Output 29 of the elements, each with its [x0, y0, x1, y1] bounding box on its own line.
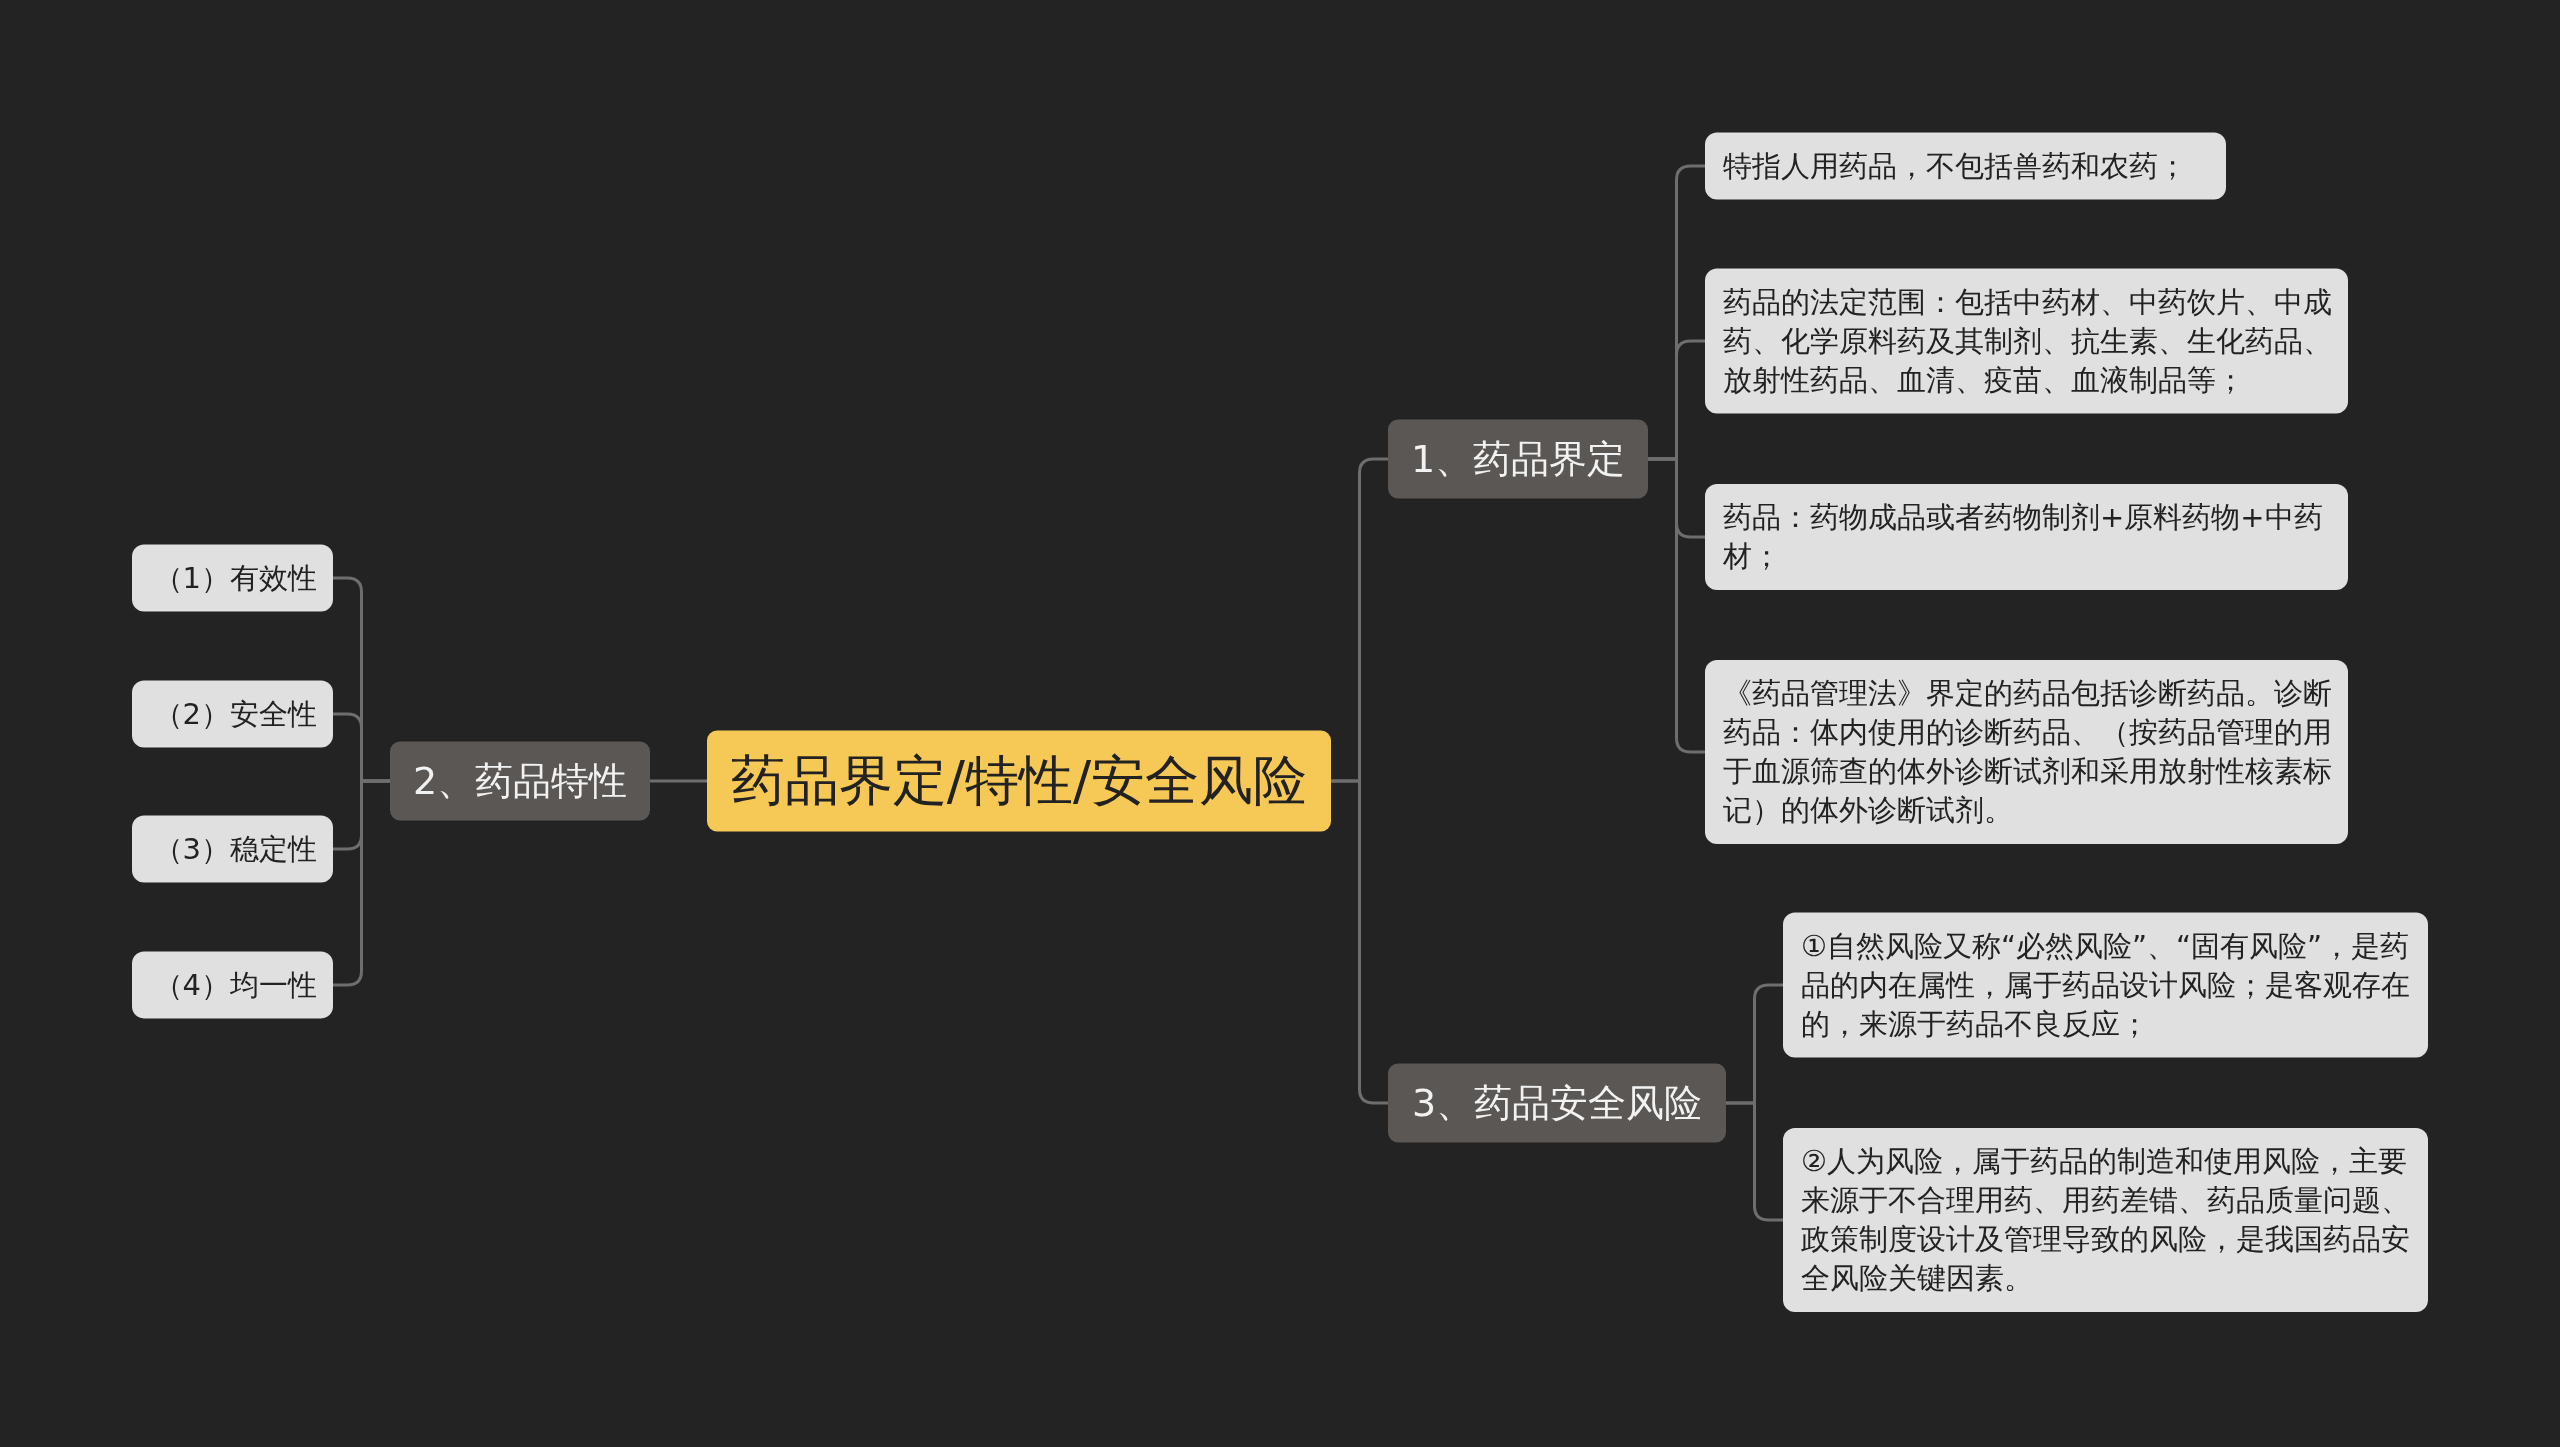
- branch-topic: [1388, 1063, 1726, 1143]
- topic-text: 1、药品界定: [1410, 435, 1626, 483]
- branch-topic: [1388, 419, 1648, 499]
- detail-card: [1783, 1128, 2428, 1312]
- detail-card: [132, 544, 333, 612]
- connector-line: [650, 779, 707, 783]
- detail-card: [1705, 660, 2348, 844]
- topic-text: ②人为风险，属于药品的制造和使用风险，主要来源于不合理用药、用药差错、药品质量问题、政策制度设计及管理导致的风险，是我国药品安全风险关键因素。: [1801, 1143, 2411, 1297]
- detail-card: [132, 815, 333, 883]
- detail-card: [1705, 268, 2348, 414]
- topic-text: （3）稳定性: [153, 830, 317, 868]
- detail-card: [132, 680, 333, 748]
- topic-text: 3、药品安全风险: [1411, 1079, 1703, 1127]
- topic-text: 药品的法定范围：包括中药材、中药饮片、中成药、化学原料药及其制剂、抗生素、生化药品、放射性药品、血清、疫苗、血液制品等；: [1723, 283, 2332, 399]
- topic-text: ①自然风险又称“必然风险”、“固有风险”，是药品的内在属性，属于药品设计风险；是客观存在的，来源于药品不良反应；: [1801, 927, 2411, 1043]
- topic-text: 药品界定/特性/安全风险: [730, 747, 1308, 814]
- topic-text: （2）安全性: [153, 695, 317, 733]
- topic-text: 2、药品特性: [412, 757, 628, 805]
- detail-card: [132, 951, 333, 1019]
- branch-topic: [390, 741, 650, 821]
- central-topic: [707, 730, 1331, 832]
- topic-text: 药品：药物成品或者药物制剂+原料药物+中药材；: [1723, 499, 2324, 575]
- topic-text: 《药品管理法》界定的药品包括诊断药品。诊断药品：体内使用的诊断药品、（按药品管理的用于血源筛查的体外诊断试剂和采用放射性核素标记）的体外诊断试剂。: [1723, 675, 2332, 829]
- detail-card: [1705, 132, 2226, 200]
- topic-text: （4）均一性: [153, 966, 317, 1004]
- topic-text: 特指人用药品，不包括兽药和农药；: [1723, 147, 2187, 185]
- detail-card: [1705, 484, 2348, 590]
- topic-text: （1）有效性: [153, 559, 317, 597]
- detail-card: [1783, 912, 2428, 1058]
